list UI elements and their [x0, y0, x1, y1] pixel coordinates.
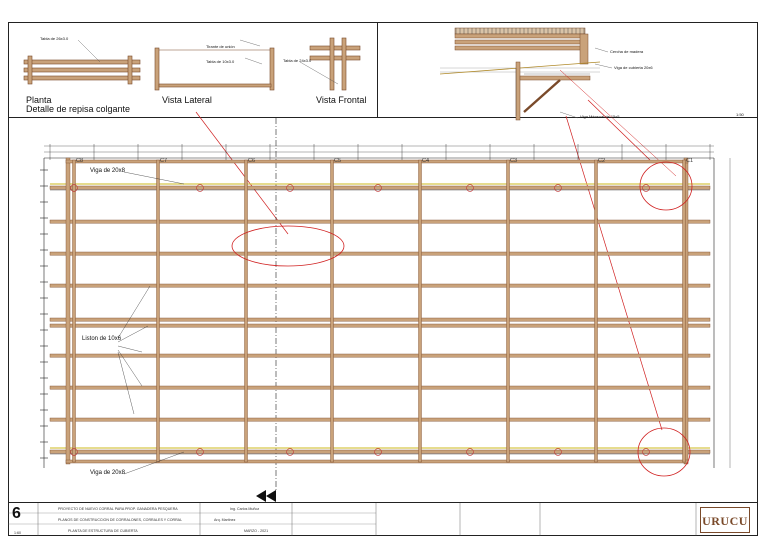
column-label-c2: C2 [598, 158, 606, 164]
vertical-rafter [244, 159, 248, 463]
horizontal-beam [49, 449, 711, 454]
connection-circle [554, 184, 562, 192]
title-block: 6 PROYECTO DE NUEVO CORRAL PARA PROP. GA… [8, 502, 758, 536]
horizontal-beam [49, 385, 711, 390]
label-tirante: Tirante de unión [206, 44, 235, 49]
column-label-c6: C6 [248, 158, 256, 164]
connection-circle [466, 184, 474, 192]
vertical-rafter [506, 159, 510, 463]
horizontal-beam [49, 317, 711, 322]
detail-repisa-panel [8, 22, 378, 118]
connection-circle [70, 448, 78, 456]
connection-circle [286, 184, 294, 192]
vertical-rafter [594, 159, 598, 463]
vertical-rafter [418, 159, 422, 463]
plan-scale: 1:60 [14, 531, 21, 535]
label-vista-lateral: Vista Lateral [162, 95, 212, 105]
horizontal-beam [49, 353, 711, 358]
urucu-logo: URUCU [700, 507, 750, 533]
label-viga-bottom: Viga de 20x8 [90, 470, 125, 476]
sheet-border [8, 22, 758, 536]
plan-title: PLANTA DE ESTRUCTURA DE CUBIERTA [68, 529, 138, 533]
vertical-rafter [156, 159, 160, 463]
label-planta: Planta [26, 95, 52, 105]
label-cercha: Cercha de madera [610, 49, 644, 54]
connection-circle [374, 448, 382, 456]
label-tabla-24x3: Tabla de 24x3.0 [283, 58, 312, 63]
callout-ellipses [231, 161, 693, 477]
vertical-rafter [682, 159, 686, 463]
detail-planta-view [23, 39, 141, 85]
horizontal-beam [49, 219, 711, 224]
connection-circle [642, 184, 650, 192]
plan-connection-circles [70, 184, 650, 456]
label-escala-detalle: 1:50 [736, 112, 744, 117]
detail-frontal-view [299, 37, 361, 91]
connection-circle [286, 448, 294, 456]
plan-description: PLANOS DE CONSTRUCCION DE CORRALONES, CO… [58, 518, 183, 522]
plan-beams [49, 157, 711, 465]
title-block-lines [8, 502, 697, 536]
column-label-c7: C7 [160, 158, 168, 164]
label-leaders [117, 171, 185, 475]
column-label-c3: C3 [510, 158, 518, 164]
vertical-rafter [72, 159, 76, 463]
column-label-c1: C1 [686, 158, 694, 164]
connection-circle [554, 448, 562, 456]
edge-rafter-left [65, 157, 71, 465]
label-liston: Liston de 10x6 [82, 336, 122, 342]
drawer-name: Arq. Martinez [214, 518, 236, 522]
column-label-c4: C4 [422, 158, 430, 164]
designer-name: Ing. Carlos Muñoz [230, 507, 260, 511]
plan-frame [43, 118, 731, 490]
horizontal-beam [49, 323, 711, 328]
connection-circle [196, 448, 204, 456]
label-viga-mensual: Viga Ménsual de 15x5 [580, 114, 620, 119]
horizontal-beam [49, 185, 711, 190]
label-tabla-26x3: Tabla de 26x3.0 [40, 36, 69, 41]
plan-columns [72, 159, 686, 463]
connection-circle [466, 448, 474, 456]
connection-circle [374, 184, 382, 192]
detail-lateral-view [154, 39, 275, 91]
horizontal-beam [49, 417, 711, 422]
horizontal-beam [49, 251, 711, 256]
label-viga-top: Viga de 20x8 [90, 168, 125, 174]
column-label-c8: C8 [76, 158, 84, 164]
connection-circle [70, 184, 78, 192]
label-vista-frontal: Vista Frontal [316, 95, 367, 105]
project-name: PROYECTO DE NUEVO CORRAL PARA PROP. GANA… [58, 507, 178, 511]
detail-cercha-drawing [439, 27, 613, 121]
plan-dimension-ticks [40, 144, 711, 459]
north-arrow-icon [256, 490, 276, 502]
column-label-c5: C5 [334, 158, 342, 164]
detail-cercha-panel [378, 22, 758, 118]
connection-circle [196, 184, 204, 192]
edge-beam-top [65, 159, 689, 164]
callout-lines [195, 69, 677, 431]
label-tabla-10x3: Tabla de 10x3.0 [206, 59, 235, 64]
label-detalle-repisa: Detalle de repisa colgante [26, 104, 131, 114]
horizontal-beam [49, 283, 711, 288]
vertical-rafter [330, 159, 334, 463]
plan-date: MARZO - 2021 [244, 529, 269, 533]
sheet-number: 6 [12, 505, 21, 522]
label-viga-cubierta: Viga de cubierta 20x6 [614, 65, 653, 70]
connection-circle [642, 448, 650, 456]
